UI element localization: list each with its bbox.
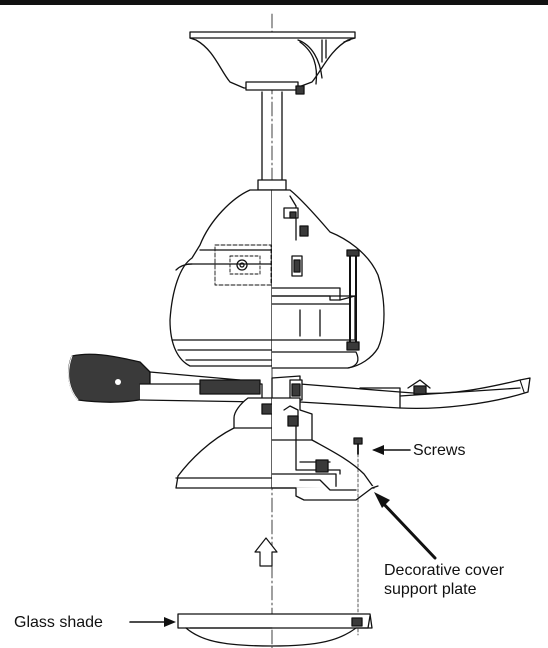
support-plate-label-line-1: Decorative cover xyxy=(384,562,505,579)
screw xyxy=(353,437,363,636)
up-arrow xyxy=(254,537,278,567)
support-plate-label: Decorative cover support plate xyxy=(384,561,504,599)
top-border xyxy=(0,0,548,5)
light-kit-housing xyxy=(175,397,379,501)
glass-shade-label: Glass shade xyxy=(14,614,103,631)
support-plate-label-line-2: support plate xyxy=(384,581,477,598)
motor-housing xyxy=(169,189,385,369)
support-plate-arrow xyxy=(374,492,437,560)
screws-arrow xyxy=(372,445,411,455)
glass-shade xyxy=(177,613,373,647)
right-blade xyxy=(271,375,531,409)
left-blade xyxy=(67,353,263,403)
glass-shade-arrow xyxy=(129,617,176,627)
downrod xyxy=(257,91,287,191)
screws-label: Screws xyxy=(413,442,466,459)
canopy xyxy=(189,31,356,95)
